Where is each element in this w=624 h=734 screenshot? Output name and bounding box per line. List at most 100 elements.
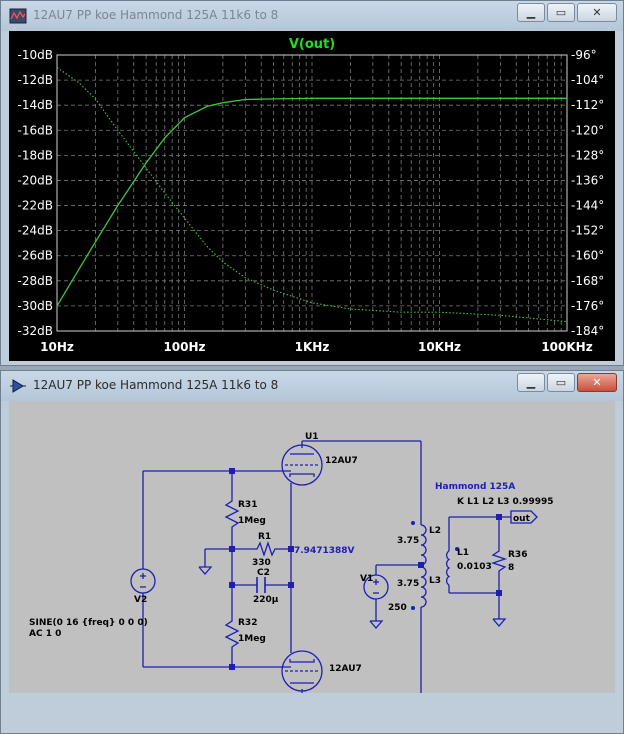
capacitor-c2[interactable] bbox=[256, 577, 266, 593]
schematic-window-title: 12AU7 PP koe Hammond 125A 11k6 to 8 bbox=[33, 378, 279, 392]
minimize-icon: ▁ bbox=[526, 6, 536, 19]
voltage-source-v1[interactable] bbox=[363, 574, 389, 600]
resistor-r36[interactable] bbox=[490, 547, 508, 575]
c2-label: C2 bbox=[257, 568, 270, 578]
x-tick-label: 10KHz bbox=[418, 340, 461, 354]
plot-window-title: 12AU7 PP koe Hammond 125A 11k6 to 8 bbox=[33, 8, 279, 22]
maximize-button[interactable]: ▭ bbox=[547, 373, 575, 392]
y-left-tick-label: -32dB bbox=[18, 324, 53, 338]
y-left-tick-label: -24dB bbox=[18, 224, 53, 238]
x-tick-label: 100KHz bbox=[541, 340, 592, 354]
x-tick-label: 10Hz bbox=[40, 340, 74, 354]
x-tick-label: 100Hz bbox=[163, 340, 205, 354]
waveform-plot-area[interactable]: -10dB -12dB -14dB -16dB -18dB -20dB -22dB -24dB… bbox=[9, 31, 615, 361]
plot-window: 12AU7 PP koe Hammond 125A 11k6 to 8 ▁ ▭ … bbox=[0, 0, 624, 366]
u1-label: U1 bbox=[305, 432, 319, 442]
l2-label: L2 bbox=[429, 526, 441, 536]
y-left-tick-label: -20dB bbox=[18, 173, 53, 187]
plot-frame bbox=[56, 54, 568, 332]
ground-icon bbox=[198, 566, 213, 575]
series-line-magnitude bbox=[56, 97, 567, 307]
chart-title: V(out) bbox=[289, 37, 335, 52]
triode-u2[interactable] bbox=[281, 650, 323, 692]
maximize-icon: ▭ bbox=[555, 376, 567, 389]
y-left-tick-label: -16dB bbox=[18, 123, 53, 137]
transformer-label: Hammond 125A bbox=[435, 482, 515, 492]
y-left-tick-label: -18dB bbox=[18, 148, 53, 162]
polarity-dots bbox=[411, 521, 459, 610]
l3-value: 3.75 bbox=[397, 579, 419, 589]
y-right-tick-label: -144° bbox=[571, 199, 604, 213]
inductor-l3[interactable] bbox=[420, 566, 427, 608]
out-net-flag[interactable] bbox=[510, 510, 538, 524]
close-button[interactable]: ✕ bbox=[577, 373, 617, 392]
y-left-tick-label: -30dB bbox=[18, 299, 53, 313]
minimize-button[interactable]: ▁ bbox=[517, 3, 545, 22]
y-right-tick-label: -168° bbox=[571, 274, 604, 288]
inductor-l2[interactable] bbox=[420, 524, 427, 566]
v2-ac-spec: AC 1 0 bbox=[29, 629, 61, 639]
inductor-l1[interactable] bbox=[445, 550, 451, 586]
y-left-tick-label: -26dB bbox=[18, 249, 53, 263]
r31-value: 1Meg bbox=[238, 516, 266, 526]
resistor-r31[interactable] bbox=[224, 497, 240, 533]
y-right-tick-label: -176° bbox=[571, 299, 604, 313]
y-right-tick-label: -120° bbox=[571, 123, 604, 137]
close-button[interactable]: ✕ bbox=[577, 3, 617, 22]
l1-value: 0.0103 bbox=[457, 562, 492, 572]
triode-u1[interactable] bbox=[281, 444, 323, 486]
close-icon: ✕ bbox=[592, 6, 602, 19]
v1-label: V1 bbox=[360, 574, 373, 584]
out-net-label: out bbox=[513, 514, 531, 524]
l2-value: 3.75 bbox=[397, 536, 419, 546]
y-left-tick-label: -14dB bbox=[18, 98, 53, 112]
y-right-tick-label: -184° bbox=[571, 324, 604, 338]
r36-label: R36 bbox=[508, 550, 527, 560]
r31-label: R31 bbox=[238, 500, 257, 510]
schematic-app-icon bbox=[10, 379, 26, 393]
coupling-directive: K L1 L2 L3 0.99995 bbox=[457, 497, 554, 507]
resistor-r1[interactable] bbox=[253, 540, 279, 558]
r32-label: R32 bbox=[238, 618, 257, 628]
plot-window-controls: ▁ ▭ ✕ bbox=[515, 3, 617, 22]
y-right-tick-label: -128° bbox=[571, 148, 604, 162]
v1-value: 250 bbox=[388, 603, 407, 613]
waveform-app-icon bbox=[9, 8, 27, 24]
resistor-r32[interactable] bbox=[224, 617, 240, 653]
y-right-tick-label: -104° bbox=[571, 73, 604, 87]
maximize-icon: ▭ bbox=[555, 6, 567, 19]
u2-model-label: 12AU7 bbox=[329, 664, 362, 674]
minimize-button[interactable]: ▁ bbox=[517, 373, 545, 392]
schematic-window-titlebar[interactable]: 12AU7 PP koe Hammond 125A 11k6 to 8 ▁ ▭ … bbox=[1, 371, 623, 401]
r1-value: 330 bbox=[252, 558, 271, 568]
r32-value: 1Meg bbox=[238, 634, 266, 644]
voltage-source-v2[interactable] bbox=[130, 568, 156, 594]
ground-icon bbox=[369, 620, 384, 629]
y-left-tick-label: -28dB bbox=[18, 274, 53, 288]
schematic-window-controls: ▁ ▭ ✕ bbox=[515, 373, 617, 392]
r1-label: R1 bbox=[258, 532, 271, 542]
y-left-tick-label: -12dB bbox=[18, 73, 53, 87]
close-icon: ✕ bbox=[592, 376, 602, 389]
y-left-tick-label: -22dB bbox=[18, 199, 53, 213]
schematic-window: 12AU7 PP koe Hammond 125A 11k6 to 8 ▁ ▭ … bbox=[0, 370, 624, 734]
node-voltage-readout: 7.9471388V bbox=[294, 546, 355, 556]
u1-model-label: 12AU7 bbox=[325, 456, 358, 466]
x-tick-label: 1KHz bbox=[295, 340, 330, 354]
bode-chart: -10dB -12dB -14dB -16dB -18dB -20dB -22dB -24dB… bbox=[18, 37, 605, 354]
schematic-canvas[interactable]: U1 12AU7 U2 12AU7 R31 1Meg R1 330 7.9471… bbox=[9, 401, 615, 705]
minimize-icon: ▁ bbox=[526, 376, 536, 389]
plot-window-titlebar[interactable]: 12AU7 PP koe Hammond 125A 11k6 to 8 ▁ ▭ … bbox=[1, 1, 623, 31]
schematic-drawing: U1 12AU7 U2 12AU7 R31 1Meg R1 330 7.9471… bbox=[29, 432, 554, 705]
c2-value: 220µ bbox=[253, 595, 279, 605]
y-right-tick-label: -160° bbox=[571, 249, 604, 263]
wires bbox=[142, 440, 511, 705]
v2-spec: SINE(0 16 {freq} 0 0 0) bbox=[29, 618, 148, 628]
ground-icon bbox=[492, 618, 507, 627]
r36-value: 8 bbox=[508, 563, 514, 573]
y-right-tick-label: -136° bbox=[571, 173, 604, 187]
l1-label: L1 bbox=[457, 548, 469, 558]
maximize-button[interactable]: ▭ bbox=[547, 3, 575, 22]
y-right-tick-label: -112° bbox=[571, 98, 604, 112]
y-left-tick-label: -10dB bbox=[18, 48, 53, 62]
